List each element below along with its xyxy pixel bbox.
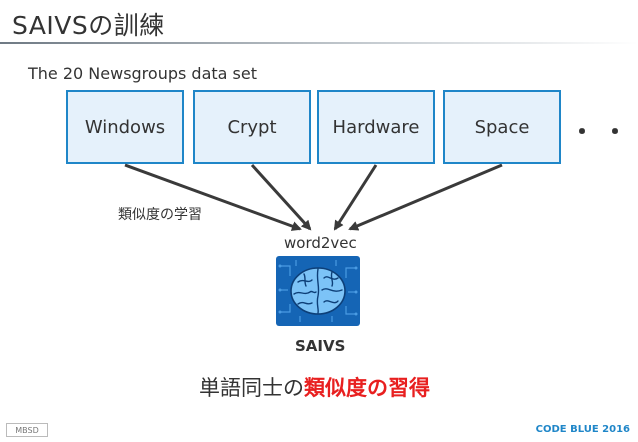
category-box-windows: Windows xyxy=(66,90,184,164)
arrow-space xyxy=(348,163,503,231)
footer-event-label: CODE BLUE 2016 xyxy=(535,424,630,435)
dataset-label: The 20 Newsgroups data set xyxy=(28,64,257,83)
arrow-label: 類似度の学習 xyxy=(118,207,202,223)
headline-highlight: 類似度の習得 xyxy=(304,376,430,400)
category-box-hardware: Hardware xyxy=(317,90,435,164)
arrow-crypt xyxy=(250,163,312,231)
headline-prefix: 単語同士の xyxy=(199,376,304,400)
model-label: word2vec xyxy=(284,234,357,252)
arrow-windows xyxy=(124,163,302,231)
arrow-hardware xyxy=(333,164,378,231)
title-divider xyxy=(0,42,638,44)
more-categories-ellipsis: ・・・ xyxy=(570,118,638,146)
footer-company-logo: MBSD xyxy=(6,423,48,437)
product-name: SAIVS xyxy=(295,337,346,355)
brain-chip-icon xyxy=(276,256,360,326)
headline: 単語同士の類似度の習得 xyxy=(199,372,430,402)
category-box-space: Space xyxy=(443,90,561,164)
slide-title: SAIVSの訓練 xyxy=(12,11,165,40)
category-box-crypt: Crypt xyxy=(193,90,311,164)
